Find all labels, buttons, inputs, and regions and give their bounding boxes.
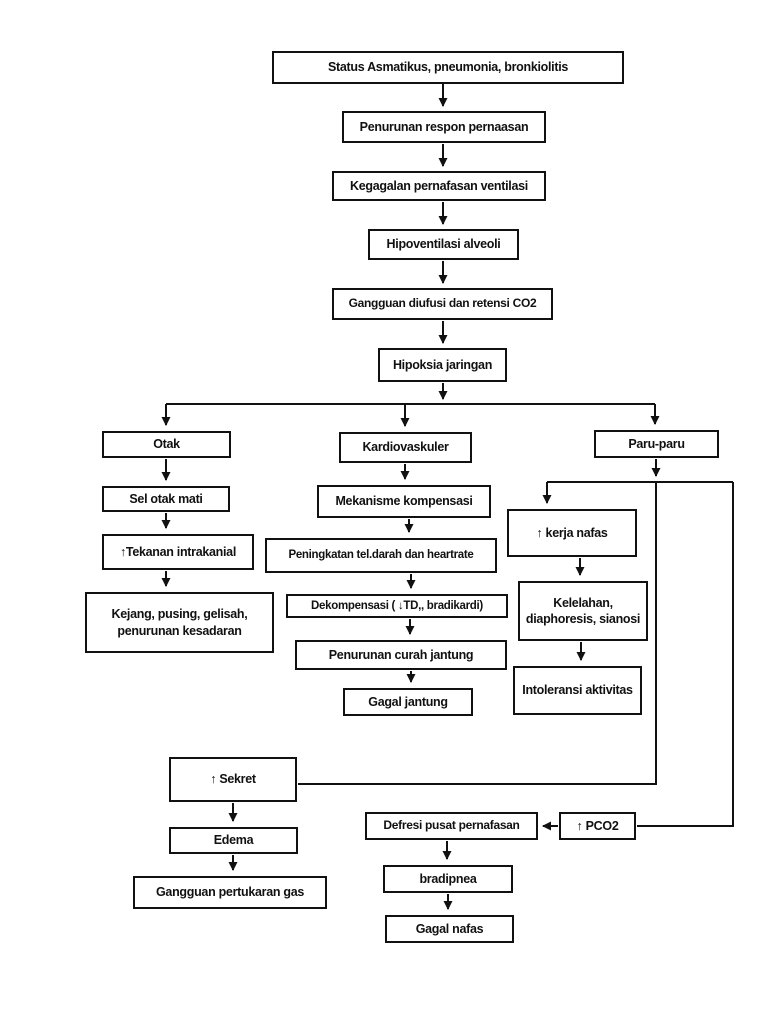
node-hipoventilasi-alveoli: Hipoventilasi alveoli [368,229,519,260]
node-defresi-pusat-pernafasan: Defresi pusat pernafasan [365,812,538,840]
node-sekret: ↑ Sekret [169,757,297,802]
node-hipoksia-jaringan: Hipoksia jaringan [378,348,507,382]
node-penurunan-respon: Penurunan respon pernaasan [342,111,546,143]
node-gagal-nafas: Gagal nafas [385,915,514,943]
node-tekanan-intrakanial: ↑Tekanan intrakanial [102,534,254,570]
edge-paru-sekret-long [298,482,657,785]
node-paru-paru: Paru-paru [594,430,719,458]
node-kerja-nafas: ↑ kerja nafas [507,509,637,557]
node-gagal-jantung: Gagal jantung [343,688,473,716]
node-otak: Otak [102,431,231,458]
node-dekompensasi: Dekompensasi ( ↓TD,, bradikardi) [286,594,508,618]
edge-paru-pco2-long [637,482,734,827]
node-gangguan-pertukaran-gas: Gangguan pertukaran gas [133,876,327,909]
node-sel-otak-mati: Sel otak mati [102,486,230,512]
node-status-asmatikus: Status Asmatikus, pneumonia, bronkioliti… [272,51,624,84]
node-edema: Edema [169,827,298,854]
node-peningkatan-teldarah: Peningkatan tel.darah dan heartrate [265,538,497,573]
node-penurunan-curah-jantung: Penurunan curah jantung [295,640,507,670]
node-kejang-pusing: Kejang, pusing, gelisah, penurunan kesad… [85,592,274,653]
node-kardiovaskuler: Kardiovaskuler [339,432,472,463]
node-bradipnea: bradipnea [383,865,513,893]
node-mekanisme-kompensasi: Mekanisme kompensasi [317,485,491,518]
node-pco2: ↑ PCO2 [559,812,636,840]
node-kelelahan-diaphoresis: Kelelahan, diaphoresis, sianosi [518,581,648,641]
node-gangguan-diufusi: Gangguan diufusi dan retensi CO2 [332,288,553,320]
node-kegagalan-pernafasan: Kegagalan pernafasan ventilasi [332,171,546,201]
node-intoleransi-aktivitas: Intoleransi aktivitas [513,666,642,715]
